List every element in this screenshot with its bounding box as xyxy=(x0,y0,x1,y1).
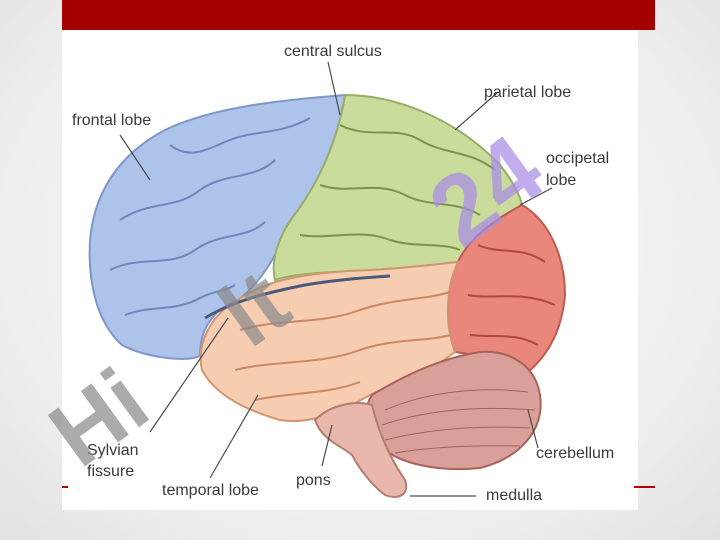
cerebellum-folds xyxy=(381,389,536,454)
brain-illustration xyxy=(88,93,567,498)
temporal-lobe-label: temporal lobe xyxy=(162,482,259,499)
frontal-gyri xyxy=(109,117,311,316)
labels: central sulcus parietal lobe frontal lob… xyxy=(72,43,614,504)
frontal-lobe-label: frontal lobe xyxy=(72,112,151,129)
footer-rule-right xyxy=(634,486,655,488)
leader-lines xyxy=(119,61,553,497)
cerebellum-label: cerebellum xyxy=(536,445,614,462)
title-bar xyxy=(62,0,655,30)
temporal-gyri xyxy=(234,291,451,401)
occipetal-lobe-label-line1: occipetal xyxy=(546,150,609,167)
central-sulcus-label: central sulcus xyxy=(284,43,382,60)
parietal-lobe-label: parietal lobe xyxy=(484,84,571,101)
parietal-gyri xyxy=(299,124,496,251)
watermark-text-gray: Hi xyxy=(32,350,166,487)
medulla-label: medulla xyxy=(486,487,542,504)
sylvian-fissure-label-line1: Sylvian xyxy=(87,442,139,459)
occipital-gyri xyxy=(467,244,556,346)
occipetal-lobe-label-line2: lobe xyxy=(546,172,576,189)
sylvian-fissure-label-line2: fissure xyxy=(87,463,134,480)
pons-label: pons xyxy=(296,472,331,489)
brainstem-region xyxy=(313,402,408,498)
sylvian-fissure-line xyxy=(204,274,391,320)
footer-rule-left xyxy=(62,486,68,488)
